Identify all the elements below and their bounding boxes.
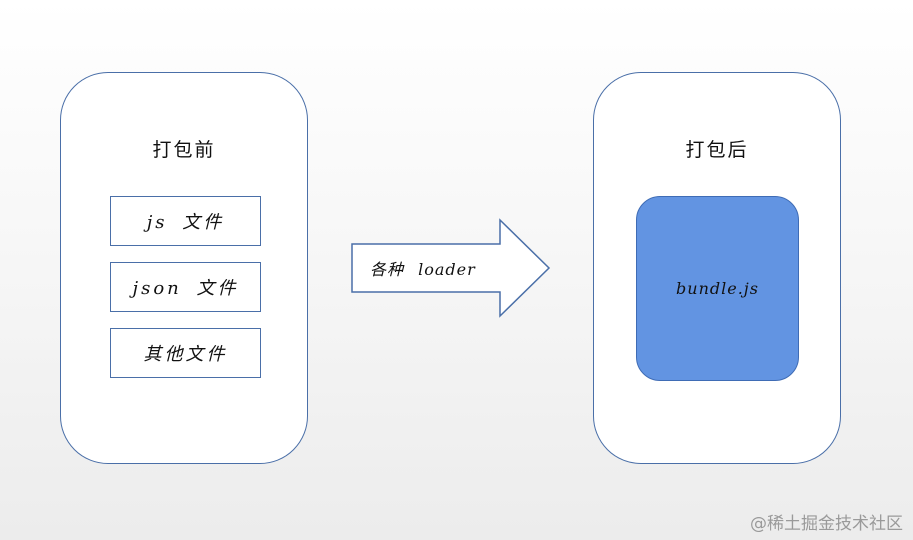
after-bundling-panel: 打包后 bundle.js <box>593 72 841 464</box>
after-bundling-title: 打包后 <box>685 139 749 161</box>
before-bundling-title: 打包前 <box>152 139 216 161</box>
watermark: @稀土掘金技术社区 <box>750 514 903 534</box>
before-bundling-panel: 打包前 js 文件 json 文件 其他文件 <box>60 72 308 464</box>
loader-arrow-label: 各种 loader <box>370 260 476 279</box>
loader-arrow <box>351 218 551 318</box>
js-file-box: js 文件 <box>110 196 261 246</box>
other-files-box: 其他文件 <box>110 328 261 378</box>
json-file-box: json 文件 <box>110 262 261 312</box>
bundle-file-box: bundle.js <box>636 196 799 381</box>
